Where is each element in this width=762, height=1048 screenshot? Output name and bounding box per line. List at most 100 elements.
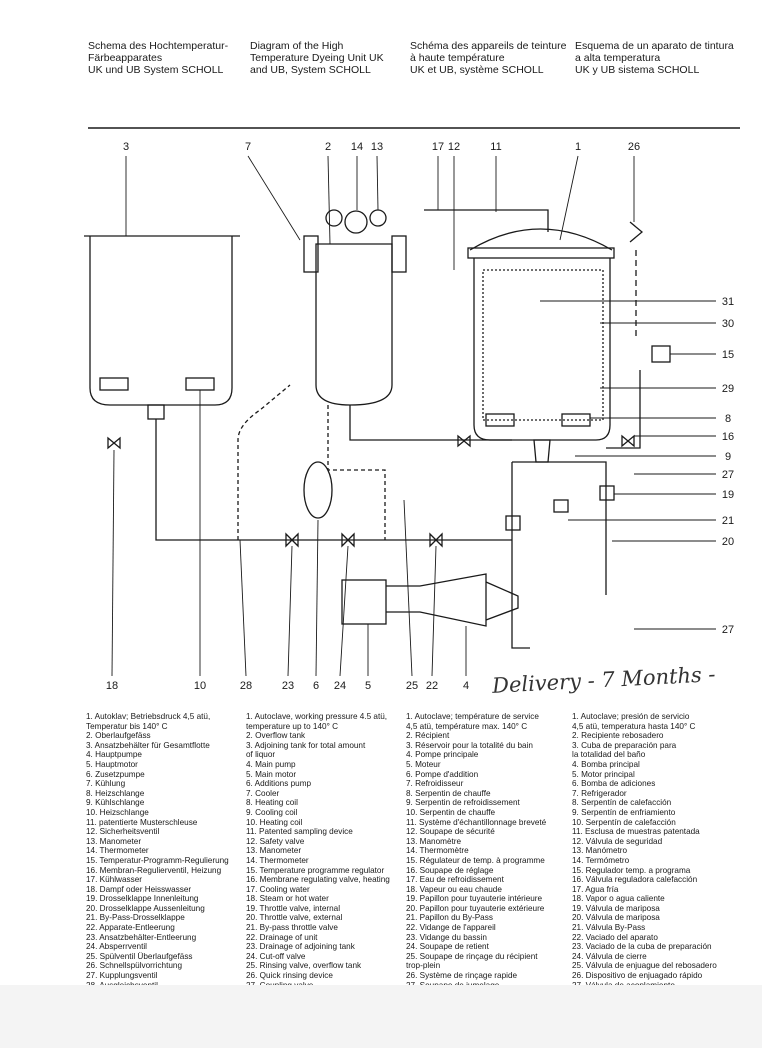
legend-item: 17. Eau de refroidissement <box>406 875 504 885</box>
legend-item: 2. Oberlaufgefäss <box>86 731 151 741</box>
legend-item: 9. Kühlschlange <box>86 798 145 808</box>
header-spanish: Esquema de un aparato de tintura a alta … <box>575 40 735 76</box>
legend-item: 4. Pompe principale <box>406 750 479 760</box>
leader-line <box>403 499 413 677</box>
legend-item: 14. Thermomètre <box>406 846 469 856</box>
valve-icon <box>285 532 299 548</box>
callout-number: 29 <box>722 383 734 395</box>
header-line: UK y UB sistema SCHOLL <box>575 64 700 76</box>
legend-item: 12. Sicherheitsventil <box>86 827 160 837</box>
leader-line <box>315 519 319 677</box>
header-line: UK et UB, système SCHOLL <box>410 64 544 76</box>
legend-item: 22. Drainage of unit <box>246 932 318 942</box>
legend-item: 22. Vidange de l'appareil <box>406 923 496 933</box>
autoclave-flange <box>467 247 615 259</box>
legend-item: trop-plein <box>406 961 441 971</box>
legend-item: 12. Soupape de sécurité <box>406 827 495 837</box>
header-line: UK und UB System SCHOLL <box>88 64 224 76</box>
header-line: Esquema de un aparato de tintura <box>575 40 734 52</box>
legend-item: 6. Zusetzpumpe <box>86 769 145 779</box>
valve-icon <box>341 532 355 548</box>
tank-outlet <box>147 404 165 420</box>
header-line: Färbeapparates <box>88 52 163 64</box>
legend-item: 3. Réservoir pour la totalité du bain <box>406 740 533 750</box>
legend-item: 15. Regulador temp. a programa <box>572 865 691 875</box>
legend-item: 18. Steam or hot water <box>246 894 329 904</box>
callout-number: 16 <box>722 431 734 443</box>
main-motor <box>341 579 387 625</box>
legend-item: 23. Vaciado de la cuba de preparación <box>572 942 712 952</box>
callout-number: 8 <box>725 413 731 425</box>
legend-item: 6. Additions pump <box>246 779 312 789</box>
header-french: Schéma des appareils de teinture à haute… <box>410 40 570 76</box>
legend-item: 10. Heating coil <box>246 817 303 827</box>
legend-item: 8. Serpentin de chauffe <box>406 788 491 798</box>
leader-line <box>559 155 579 241</box>
header-line: and UB, System SCHOLL <box>250 64 371 76</box>
legend-item: 1. Autoclave; température de service <box>406 712 539 721</box>
callout-number: 3 <box>123 141 129 153</box>
legend-item: 25. Soupape de rinçage du récipient <box>406 951 538 961</box>
legend-item: 12. Safety valve <box>246 836 305 846</box>
leader-line <box>287 545 293 677</box>
valve-icon <box>621 434 635 448</box>
legend-item: 7. Refrigerador <box>572 788 627 798</box>
legend-item: 15. Régulateur de temp. à programme <box>406 855 545 865</box>
legend-item: 2. Overflow tank <box>246 731 306 741</box>
legend-item: 2. Récipient <box>406 731 450 741</box>
leader-line <box>339 545 349 677</box>
bypass-valve <box>553 499 569 513</box>
callout-number: 10 <box>194 680 206 692</box>
compensation-line <box>237 384 291 540</box>
legend-item: 13. Manometer <box>246 846 302 856</box>
callout-number: 26 <box>628 141 640 153</box>
pump-outlet <box>485 581 519 621</box>
legend-item: 23. Drainage of adjoining tank <box>246 942 355 952</box>
legend-item: 12. Válvula de seguridad <box>572 836 663 846</box>
header-line: Schéma des appareils de teinture <box>410 40 567 52</box>
legend-item: 13. Manómetro <box>572 846 628 856</box>
leader-line <box>327 155 331 245</box>
legend-item: 26. Schnellspülvorrichtung <box>86 961 183 971</box>
legend-item: 16. Membran-Regulierventil, Heizung <box>86 865 222 875</box>
legend-item: 20. Papillon pour tuyauterie extérieure <box>406 903 545 913</box>
legend-item: la totalidad del baño <box>572 750 646 760</box>
cooling-line <box>349 405 512 441</box>
legend-item: 23. Ansatzbehälter-Entleerung <box>86 932 197 942</box>
legend-item: 26. Dispositivo de enjuagado rápido <box>572 971 703 981</box>
callout-number: 30 <box>722 318 734 330</box>
legend-item: 20. Drosselklappe Aussenleitung <box>86 903 205 913</box>
legend-item: 24. Absperrventil <box>86 942 147 952</box>
callout-number: 25 <box>406 680 418 692</box>
additions-pump <box>303 461 333 519</box>
legend-item: 5. Moteur <box>406 759 441 769</box>
top-pipe <box>424 209 549 232</box>
legend-item: 11. Système d'échantillonnage breveté <box>406 817 547 827</box>
legend-item: 8. Serpentín de calefacción <box>572 798 672 808</box>
legend-item: 17. Kühlwasser <box>86 875 142 885</box>
legend-item: 24. Cut-off valve <box>246 951 306 961</box>
gauge-icon <box>325 209 343 227</box>
callout-number: 28 <box>240 680 252 692</box>
legend-item: 19. Throttle valve, internal <box>246 903 341 913</box>
regulator-line <box>606 370 641 449</box>
leader-line <box>111 449 115 677</box>
legend-item: 21. By-Pass-Drosselklappe <box>86 913 185 923</box>
legend-item: 20. Throttle valve, external <box>246 913 343 923</box>
leader-line <box>376 155 379 211</box>
legend-item: 25. Spülventil Überlaufgefäss <box>86 951 193 961</box>
legend-item: 13. Manomètre <box>406 836 462 846</box>
callout-number: 24 <box>334 680 346 692</box>
legend-item: 18. Vapeur ou eau chaude <box>406 884 502 894</box>
legend-item: 4,5 atü, température max. 140° C <box>406 721 528 731</box>
legend-item: 21. Válvula By-Pass <box>572 923 646 933</box>
legend-item: 9. Serpentín de enfriamiento <box>572 807 676 817</box>
callout-number: 31 <box>722 296 734 308</box>
scan-margin <box>0 985 762 1048</box>
legend-spanish: 1. Autoclave; presión de servicio 4,5 at… <box>572 712 750 1009</box>
legend-item: 4. Bomba principal <box>572 759 640 769</box>
legend-german: 1. Autoklav; Betriebsdruck 4,5 atü, Temp… <box>86 712 256 1009</box>
legend-item: 9. Serpentin de refroidissement <box>406 798 520 808</box>
valve-icon <box>429 532 443 548</box>
